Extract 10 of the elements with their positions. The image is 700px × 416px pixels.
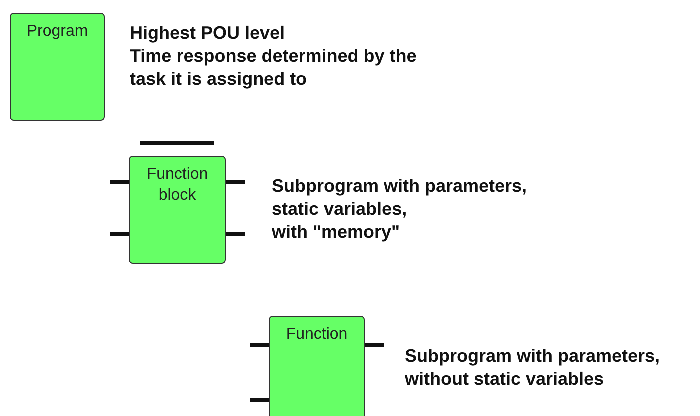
pou-box [129, 156, 226, 264]
description-text: Subprogram with parameters, without static variables [405, 345, 662, 391]
pou-box [269, 316, 365, 416]
box-title: Program [26, 22, 90, 42]
pou-box [10, 13, 105, 121]
box-title: Function block [146, 165, 210, 206]
box-title: Function [285, 325, 349, 345]
description-text: Highest POU level [130, 22, 286, 45]
description-text: Time response determined by the task it is assigned to [130, 45, 418, 91]
description-text: Subprogram with parameters, static variables, with "memory" [272, 175, 528, 244]
